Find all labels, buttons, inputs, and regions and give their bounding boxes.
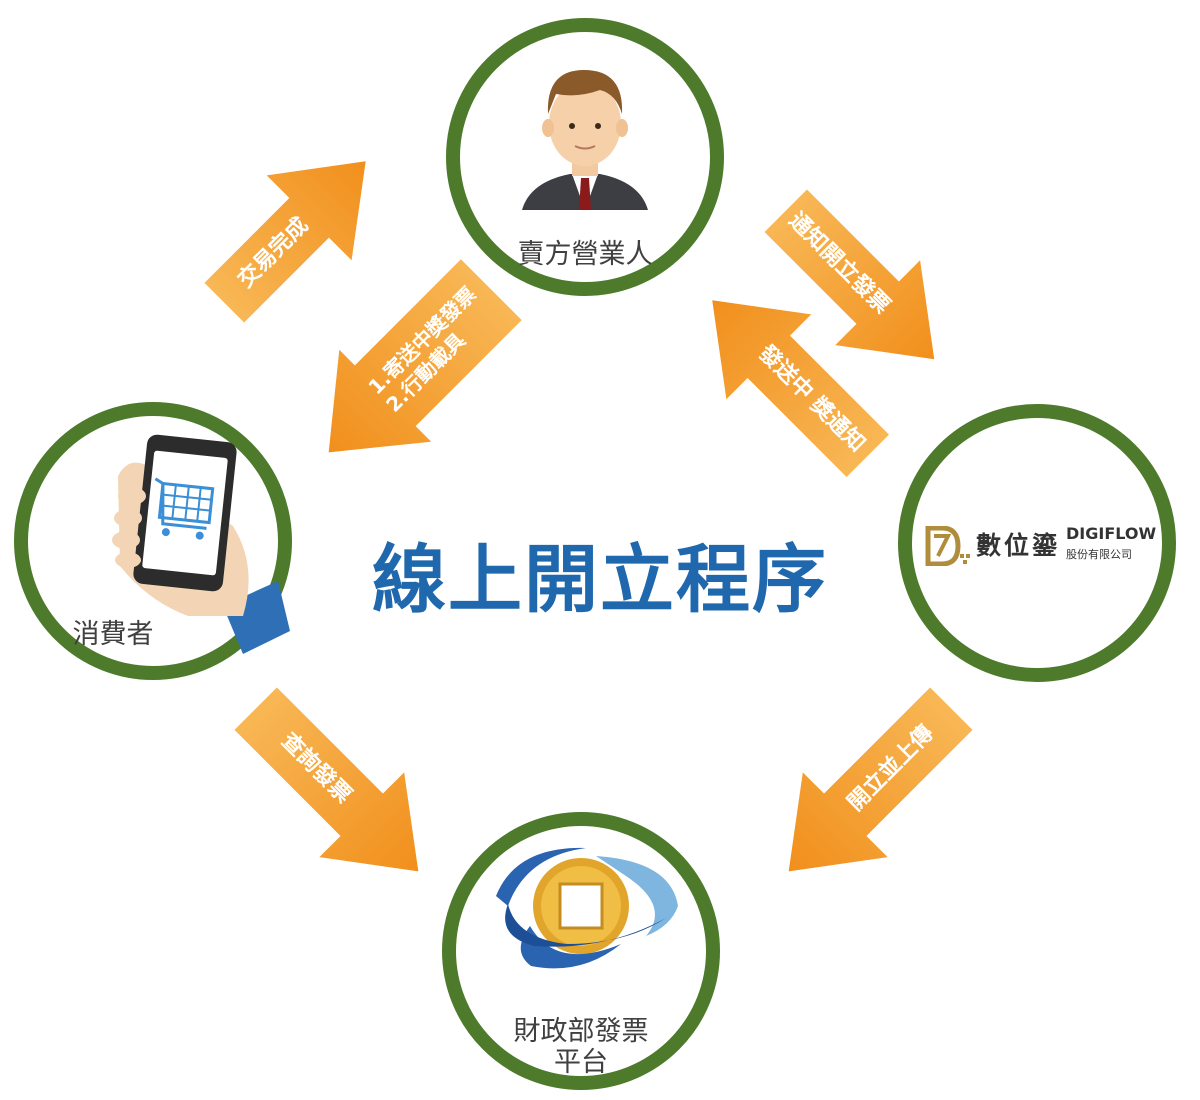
seller-node: 賣方營業人 xyxy=(446,18,724,296)
arrow-label-query-invoice: 查詢發票 xyxy=(276,728,356,809)
arrow-shape-icon xyxy=(204,161,366,323)
arrow-label-issue-upload: 開立並上傳 xyxy=(843,720,939,817)
seller-label: 賣方營業人 xyxy=(517,239,653,270)
provider-node: 數位鎏 DIGIFLOW 股份有限公司 xyxy=(898,404,1176,682)
provider-subtitle: 股份有限公司 xyxy=(1066,548,1132,561)
provider-name-en: DIGIFLOW xyxy=(1066,524,1157,543)
arrow-shape-icon xyxy=(788,687,973,872)
provider-name-cn: 數位鎏 xyxy=(976,531,1061,560)
provider-logo: 數位鎏 DIGIFLOW 股份有限公司 xyxy=(920,524,1170,566)
arrow-shape-icon xyxy=(764,189,935,360)
platform-label: 財政部發票 平台 xyxy=(513,1016,649,1079)
diagram-title: 線上開立程序 xyxy=(372,537,828,623)
phone-shopping-cart-icon xyxy=(112,434,290,654)
digiflow-logo-icon xyxy=(925,526,970,566)
consumer-label: 消費者 xyxy=(72,619,154,650)
arrow-label-transaction-complete: 交易完成 xyxy=(233,213,314,293)
arrow-shape-icon xyxy=(328,259,522,453)
arrow-shape-icon xyxy=(234,687,419,872)
arrow-query-invoice: 查詢發票 xyxy=(213,666,460,913)
arrow-notify-issue: 通知開立發票 xyxy=(743,168,976,401)
arrow-shape-icon xyxy=(712,300,889,477)
arrow-transaction-complete: 交易完成 xyxy=(182,119,408,345)
arrow-send-notice: 發送中 獎通知 xyxy=(670,258,910,498)
businessman-icon xyxy=(522,70,648,210)
consumer-node: 消費者 xyxy=(14,402,292,680)
arrow-issue-upload: 開立並上傳 xyxy=(746,666,993,913)
arrow-send-winning: 1.寄送中獎發票 2.行動載具 xyxy=(283,244,538,499)
e-invoice-coin-logo-icon xyxy=(496,847,678,969)
platform-node: 財政部發票 平台 xyxy=(442,812,720,1090)
